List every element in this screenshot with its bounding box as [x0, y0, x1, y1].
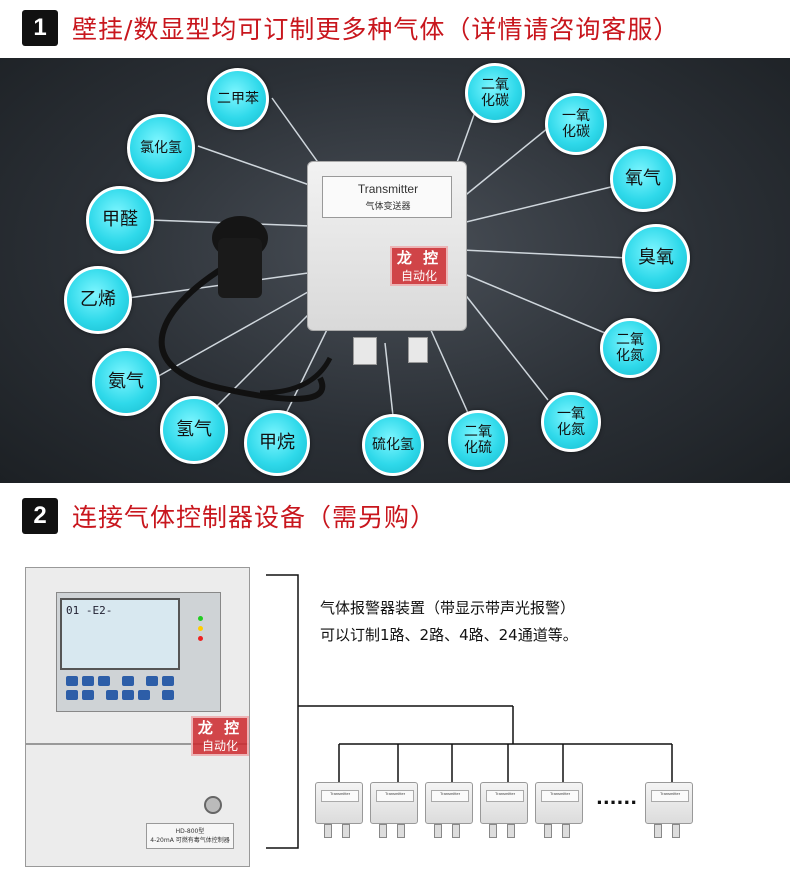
gas-bubble-ozone: 臭氧: [622, 224, 690, 292]
controller-model-label: HD-800型 4-20mA 可燃有毒气体控制器: [146, 823, 234, 849]
gas-bubble-ethylene: 乙烯: [64, 266, 132, 334]
keypad-button[interactable]: [162, 676, 174, 686]
more-devices-ellipsis: ......: [596, 788, 638, 809]
controller-lcd-readout: 01 -E2-: [66, 604, 113, 617]
keypad-up-button[interactable]: [122, 676, 134, 686]
keypad-button[interactable]: [162, 690, 174, 700]
gas-controller-cabinet: 01 -E2- 龙 控 自动化 HD-800型 4-20mA 可燃有毒气体控制器: [25, 567, 250, 867]
section2-title: 连接气体控制器设备（需另购）: [72, 503, 437, 532]
controller-keypad: [66, 676, 216, 706]
keypad-button[interactable]: [82, 676, 94, 686]
key-lock-icon[interactable]: [204, 796, 222, 814]
mini-gland: [342, 824, 350, 838]
section2-header: 2 连接气体控制器设备（需另购）: [0, 490, 790, 542]
section2-number: 2: [22, 498, 58, 534]
gas-bubble-methane: 甲烷: [244, 410, 310, 476]
mini-gland: [452, 824, 460, 838]
mini-gland: [434, 824, 442, 838]
transmitter-nameplate: Transmitter 气体变送器: [322, 176, 452, 218]
gas-bubble-co2: 二氧化碳: [465, 63, 525, 123]
gas-bubble-no: 一氧化氮: [541, 392, 601, 452]
mini-transmitter: Transmitter: [535, 782, 583, 824]
section1-header: 1 壁挂/数显型均可订制更多种气体（详情请咨询客服）: [0, 2, 790, 54]
controller-description-line1: 气体报警器装置（带显示带声光报警）: [320, 599, 576, 617]
mini-gland: [507, 824, 515, 838]
section1-title: 壁挂/数显型均可订制更多种气体（详情请咨询客服）: [72, 15, 680, 44]
section1-number: 1: [22, 10, 58, 46]
mini-transmitter: Transmitter: [315, 782, 363, 824]
mini-gland: [397, 824, 405, 838]
keypad-down-button[interactable]: [122, 690, 134, 700]
gas-bubble-hydrogen: 氢气: [160, 396, 228, 464]
mini-gland: [544, 824, 552, 838]
status-led: [198, 636, 203, 641]
mini-transmitter: Transmitter: [480, 782, 528, 824]
controller-description-line2: 可以订制1路、2路、4路、24通道等。: [320, 626, 578, 644]
gas-bubble-oxygen: 氧气: [610, 146, 676, 212]
mini-gland: [672, 824, 680, 838]
mini-gland: [379, 824, 387, 838]
keypad-button[interactable]: [66, 690, 78, 700]
mini-gland: [489, 824, 497, 838]
gas-bubble-h2s: 硫化氢: [362, 414, 424, 476]
cabinet-divider: [26, 743, 249, 745]
controller-lcd: 01 -E2-: [60, 598, 180, 670]
gas-bubble-so2: 二氧化硫: [448, 410, 508, 470]
transmitter-label-cn: 气体变送器: [365, 202, 411, 212]
mini-gland: [654, 824, 662, 838]
gas-bubble-no2: 二氧化氮: [600, 318, 660, 378]
mini-transmitter: Transmitter: [645, 782, 693, 824]
gas-bubble-ammonia: 氨气: [92, 348, 160, 416]
mini-transmitter: Transmitter: [370, 782, 418, 824]
gas-bubble-formaldehyde: 甲醛: [86, 186, 154, 254]
keypad-button[interactable]: [66, 676, 78, 686]
status-led: [198, 616, 203, 621]
mini-gland: [562, 824, 570, 838]
gas-bubble-hcl: 氯化氢: [127, 114, 195, 182]
gas-bubble-xylene: 二甲苯: [207, 68, 269, 130]
keypad-button[interactable]: [98, 676, 110, 686]
brand-watermark: 龙 控 自动化: [191, 716, 249, 756]
brand-watermark: 龙 控 自动化: [390, 246, 448, 286]
connector-lines: [127, 97, 629, 431]
cable-gland-left: [353, 337, 377, 365]
keypad-right-button[interactable]: [138, 690, 150, 700]
status-led: [198, 626, 203, 631]
keypad-left-button[interactable]: [106, 690, 118, 700]
gas-bubble-co: 一氧化碳: [545, 93, 607, 155]
keypad-button[interactable]: [146, 676, 158, 686]
keypad-button[interactable]: [82, 690, 94, 700]
cable-gland-right: [408, 337, 428, 363]
mini-transmitter: Transmitter: [425, 782, 473, 824]
gas-options-panel: Transmitter 气体变送器 龙 控 自动化 二甲苯 氯化氢 甲醛 乙烯 …: [0, 58, 790, 483]
mini-gland: [324, 824, 332, 838]
transmitter-label-en: Transmitter: [357, 182, 419, 196]
